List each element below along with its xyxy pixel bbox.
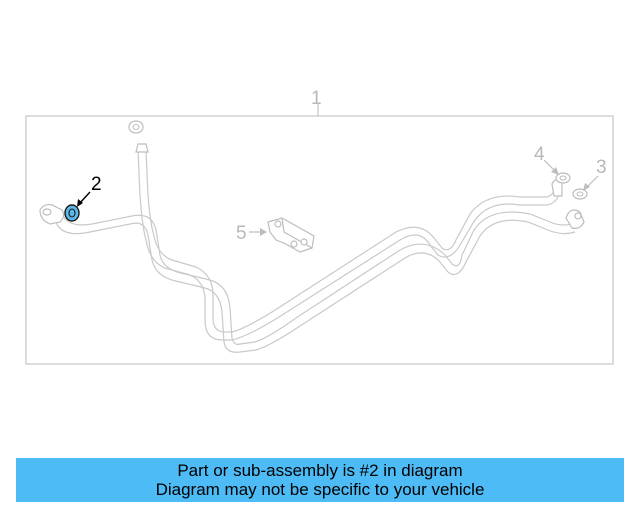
callout-5-arrowhead (260, 228, 267, 236)
info-banner: Part or sub-assembly is #2 in diagram Di… (16, 458, 624, 502)
washer-3 (572, 188, 588, 200)
washer-4 (555, 172, 571, 184)
callout-5: 5 (236, 223, 247, 244)
callout-1: 1 (311, 88, 322, 109)
pipe-end-fitting-right-lower-nut (574, 212, 582, 220)
callout-2-arrowhead (77, 199, 83, 207)
cooler-pipe-upper (137, 149, 561, 341)
cooler-pipe-lower (55, 211, 578, 353)
banner-line-2: Diagram may not be specific to your vehi… (155, 480, 485, 499)
o-ring-top (128, 120, 144, 134)
callout-3-arrowhead (583, 183, 590, 191)
part-2-seal[interactable] (64, 204, 80, 222)
banner-line-1: Part or sub-assembly is #2 in diagram (177, 461, 463, 480)
callout-2: 2 (91, 174, 102, 195)
assembly-frame (25, 115, 614, 365)
pipe-end-fitting-top (135, 143, 149, 153)
pipe-end-fitting-right-lower (565, 209, 585, 229)
pipe-end-fitting-left-bore (42, 208, 52, 216)
bracket-part-5 (267, 217, 315, 253)
callout-4-arrowhead (551, 167, 559, 175)
callout-4: 4 (534, 144, 545, 165)
callout-3: 3 (596, 157, 607, 178)
